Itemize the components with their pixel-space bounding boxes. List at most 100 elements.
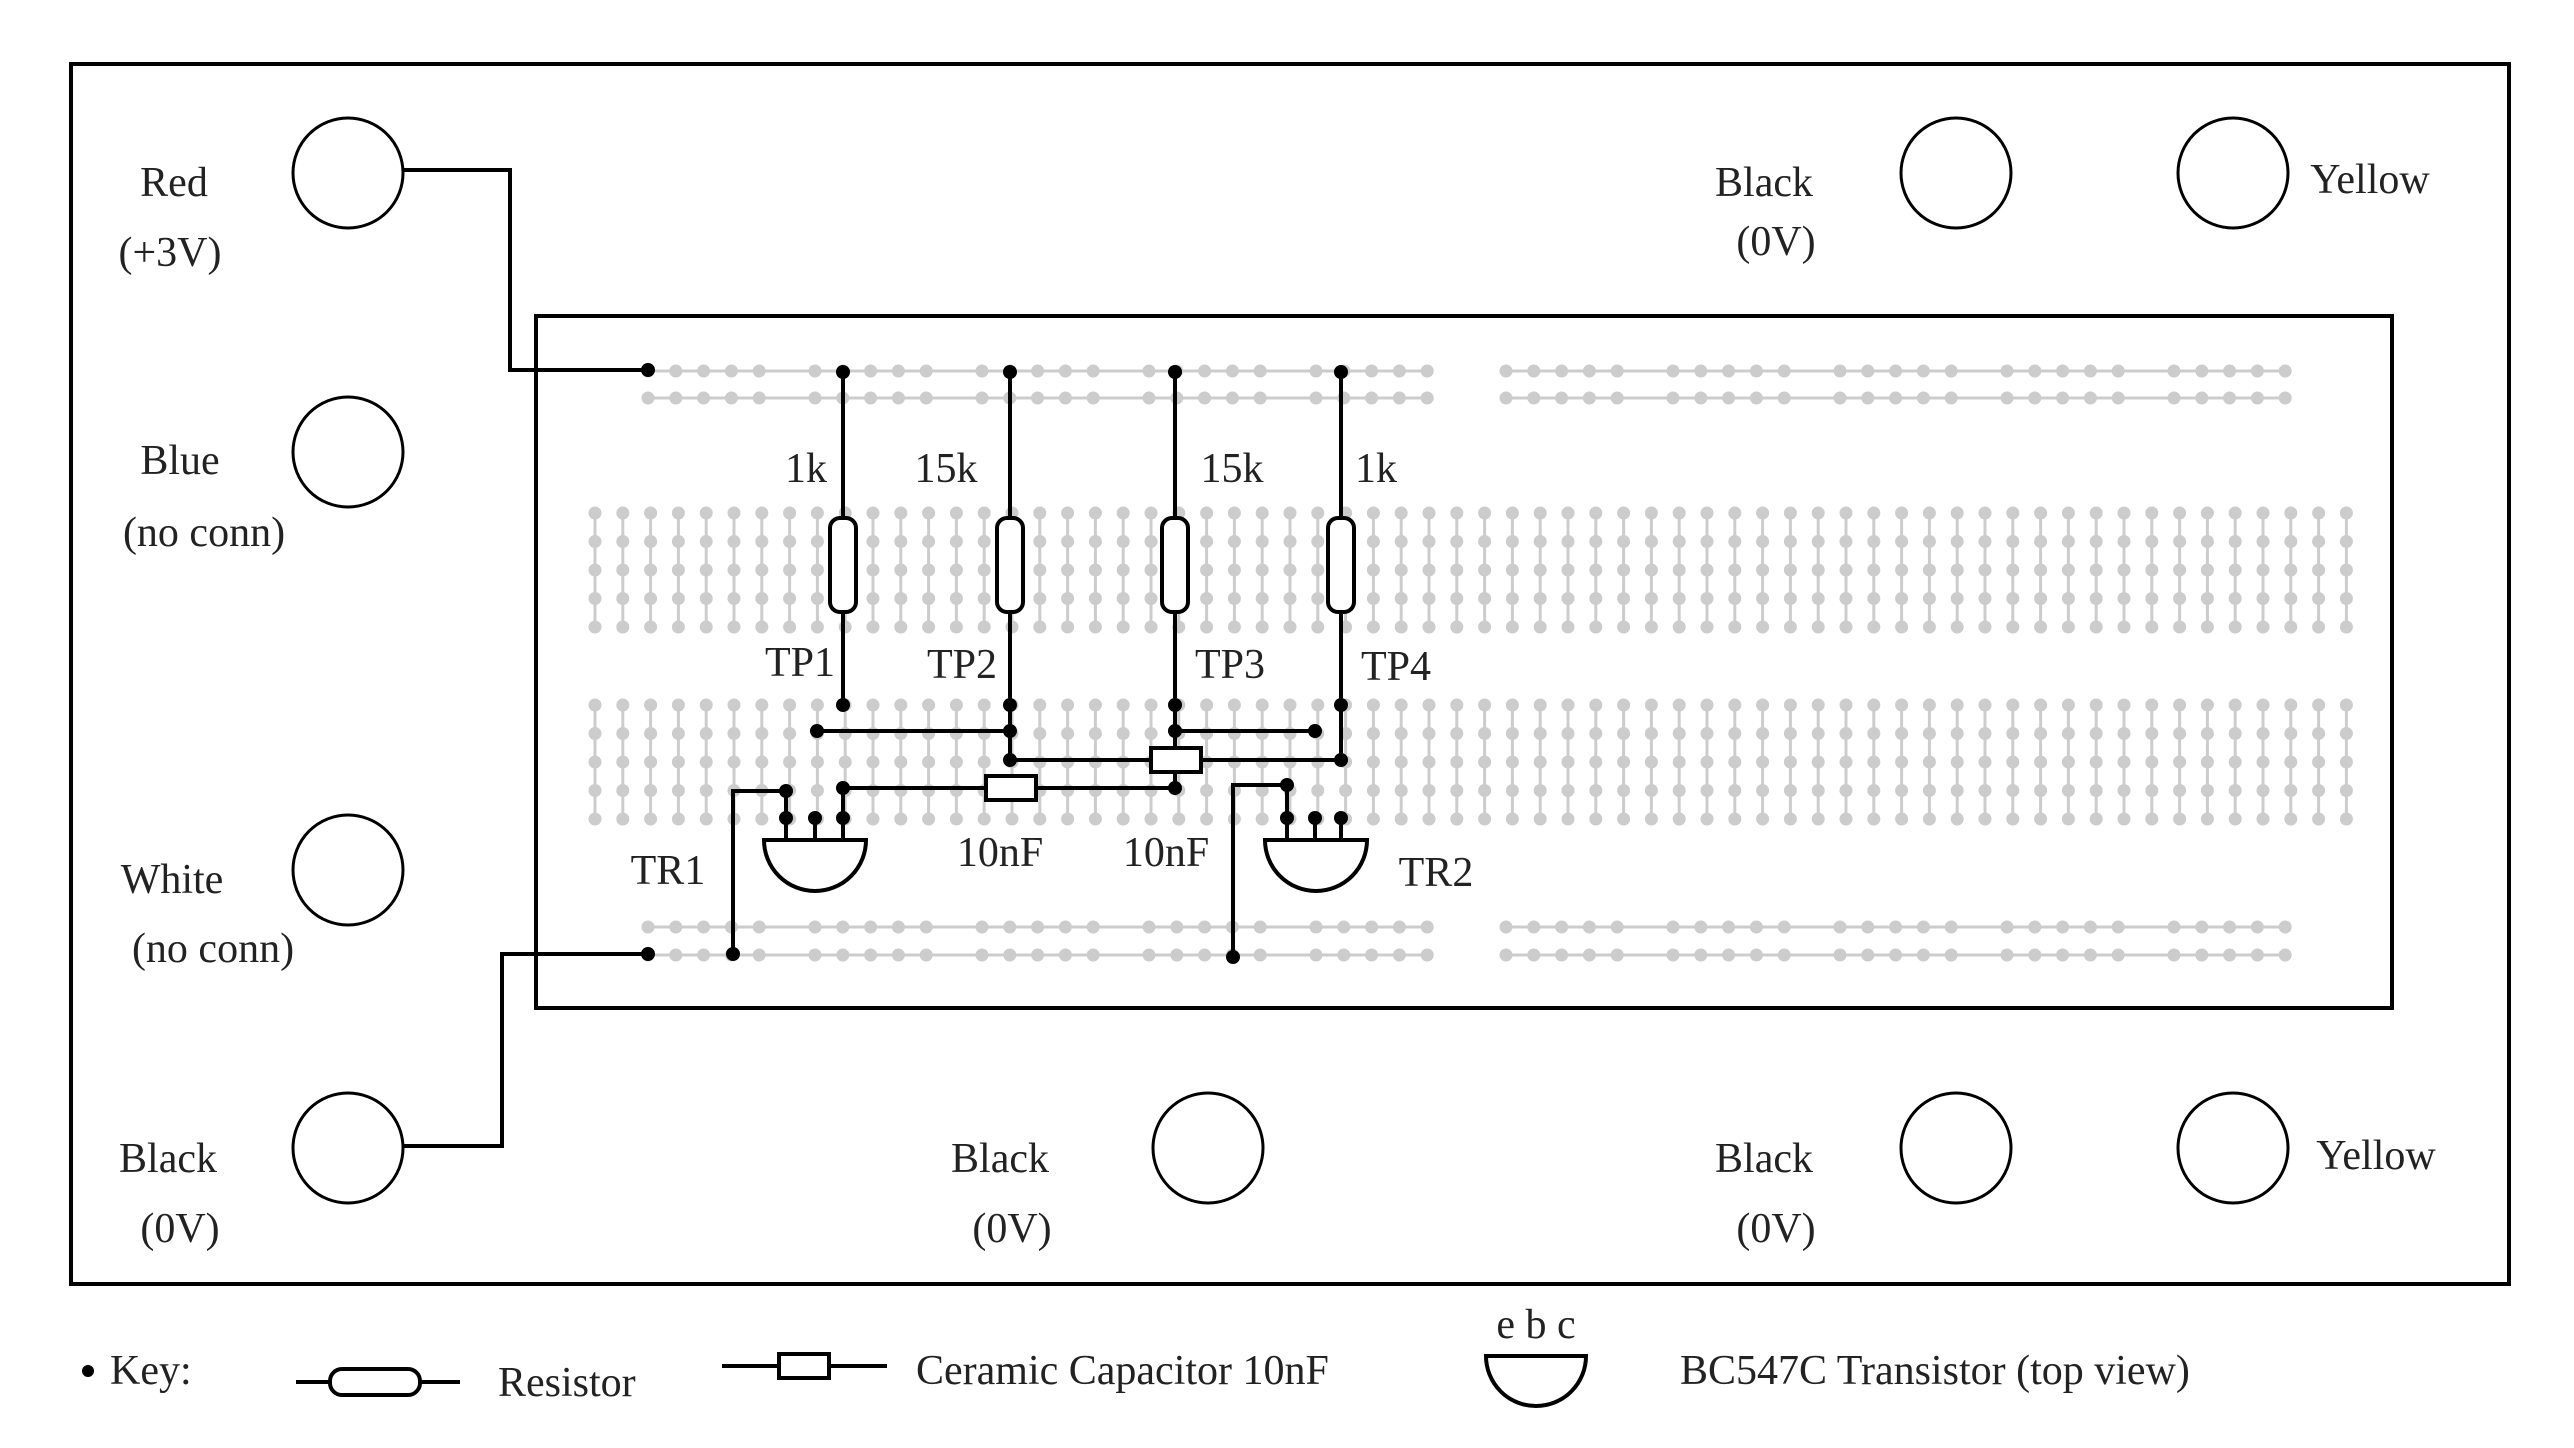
breadboard-hole xyxy=(1422,535,1436,548)
breadboard-hole xyxy=(1144,535,1158,548)
breadboard-hole xyxy=(1728,506,1742,520)
breadboard-hole xyxy=(1144,812,1158,826)
breadboard-hole xyxy=(1283,563,1297,577)
breadboard-hole xyxy=(755,535,769,548)
breadboard-hole xyxy=(810,535,824,548)
breadboard-hole xyxy=(1783,727,1797,740)
breadboard-hole xyxy=(894,698,908,712)
resistor-4-label: 1k xyxy=(1355,446,1397,492)
breadboard-hole xyxy=(1561,506,1575,520)
breadboard-hole xyxy=(1420,364,1434,378)
breadboard-hole xyxy=(727,506,741,520)
breadboard-hole xyxy=(1617,784,1631,797)
breadboard-hole xyxy=(1839,698,1853,712)
breadboard-hole xyxy=(2000,920,2014,934)
breadboard-hole xyxy=(1861,920,1875,934)
socket-blue[interactable] xyxy=(291,395,405,509)
breadboard-hole xyxy=(2006,784,2020,797)
breadboard-hole xyxy=(1555,391,1569,405)
breadboard-hole xyxy=(699,698,713,712)
breadboard-hole xyxy=(894,535,908,548)
breadboard-hole xyxy=(2117,592,2131,605)
breadboard-hole xyxy=(699,506,713,520)
breadboard-hole xyxy=(1311,784,1325,797)
breadboard-hole xyxy=(1672,620,1686,634)
breadboard-hole xyxy=(2145,592,2159,605)
breadboard-hole xyxy=(752,364,766,378)
breadboard-hole xyxy=(2145,620,2159,634)
breadboard-hole xyxy=(922,698,936,712)
breadboard-hole xyxy=(1311,592,1325,605)
breadboard-hole xyxy=(2089,698,2103,712)
breadboard-hole xyxy=(2061,784,2075,797)
breadboard-hole xyxy=(1922,535,1936,548)
breadboard-hole xyxy=(1116,698,1130,712)
breadboard-hole xyxy=(922,620,936,634)
breadboard-hole xyxy=(1811,755,1825,769)
breadboard-hole xyxy=(1422,620,1436,634)
breadboard-hole xyxy=(2278,391,2292,405)
breadboard-hole xyxy=(616,812,630,826)
socket-black-top-right[interactable] xyxy=(1899,116,2013,230)
breadboard-hole xyxy=(2111,391,2125,405)
breadboard-hole xyxy=(2200,727,2214,740)
breadboard-hole xyxy=(836,920,850,934)
breadboard-hole xyxy=(1170,948,1184,962)
breadboard-hole xyxy=(1833,948,1847,962)
breadboard-hole xyxy=(727,563,741,577)
breadboard-hole xyxy=(644,506,658,520)
breadboard-hole xyxy=(2034,698,2048,712)
breadboard-hole xyxy=(1033,506,1047,520)
breadboard-hole xyxy=(1644,698,1658,712)
socket-black-bottom-left[interactable] xyxy=(291,1091,405,1205)
breadboard-hole xyxy=(616,698,630,712)
tr1-label: TR1 xyxy=(631,848,706,894)
socket-yellow-top[interactable] xyxy=(2176,116,2290,230)
breadboard-hole xyxy=(922,755,936,769)
resistor-3 xyxy=(1160,516,1190,614)
breadboard-hole xyxy=(2223,948,2237,962)
breadboard-hole xyxy=(1061,727,1075,740)
socket-yellow-bottom[interactable] xyxy=(2176,1091,2290,1205)
breadboard-hole xyxy=(755,506,769,520)
breadboard-hole xyxy=(1337,948,1351,962)
breadboard-hole xyxy=(1255,620,1269,634)
socket-black-bottom-right[interactable] xyxy=(1899,1091,2013,1205)
breadboard-hole xyxy=(2173,755,2187,769)
breadboard-hole xyxy=(864,920,878,934)
resistor-2-label: 15k xyxy=(915,446,978,492)
breadboard-hole xyxy=(1086,391,1100,405)
breadboard-hole xyxy=(2256,698,2270,712)
breadboard-hole xyxy=(1728,563,1742,577)
breadboard-hole xyxy=(2145,812,2159,826)
socket-red[interactable] xyxy=(291,116,405,230)
breadboard-hole xyxy=(2256,506,2270,520)
breadboard-hole xyxy=(2089,812,2103,826)
breadboard-hole xyxy=(1422,592,1436,605)
breadboard-hole xyxy=(919,391,933,405)
wire-tr2-emitter xyxy=(1231,783,1287,957)
breadboard-hole xyxy=(1200,506,1214,520)
breadboard-hole xyxy=(1610,948,1624,962)
breadboard-hole xyxy=(1478,812,1492,826)
socket-white[interactable] xyxy=(291,813,405,927)
breadboard-hole xyxy=(1505,535,1519,548)
breadboard-hole xyxy=(1499,391,1513,405)
breadboard-hole xyxy=(1582,920,1596,934)
breadboard-hole xyxy=(1867,506,1881,520)
breadboard-hole xyxy=(2117,755,2131,769)
breadboard-hole xyxy=(1142,364,1156,378)
breadboard-hole xyxy=(2006,535,2020,548)
breadboard-hole xyxy=(1366,784,1380,797)
breadboard-hole xyxy=(1505,784,1519,797)
breadboard-hole xyxy=(1450,506,1464,520)
breadboard-hole xyxy=(977,755,991,769)
breadboard-hole xyxy=(1142,391,1156,405)
socket-black-bottom-mid[interactable] xyxy=(1151,1091,1265,1205)
breadboard-hole xyxy=(1617,592,1631,605)
breadboard-hole xyxy=(1978,784,1992,797)
breadboard-hole xyxy=(1394,812,1408,826)
breadboard-hole xyxy=(1283,698,1297,712)
breadboard-hole xyxy=(2117,535,2131,548)
breadboard-hole xyxy=(1777,391,1791,405)
